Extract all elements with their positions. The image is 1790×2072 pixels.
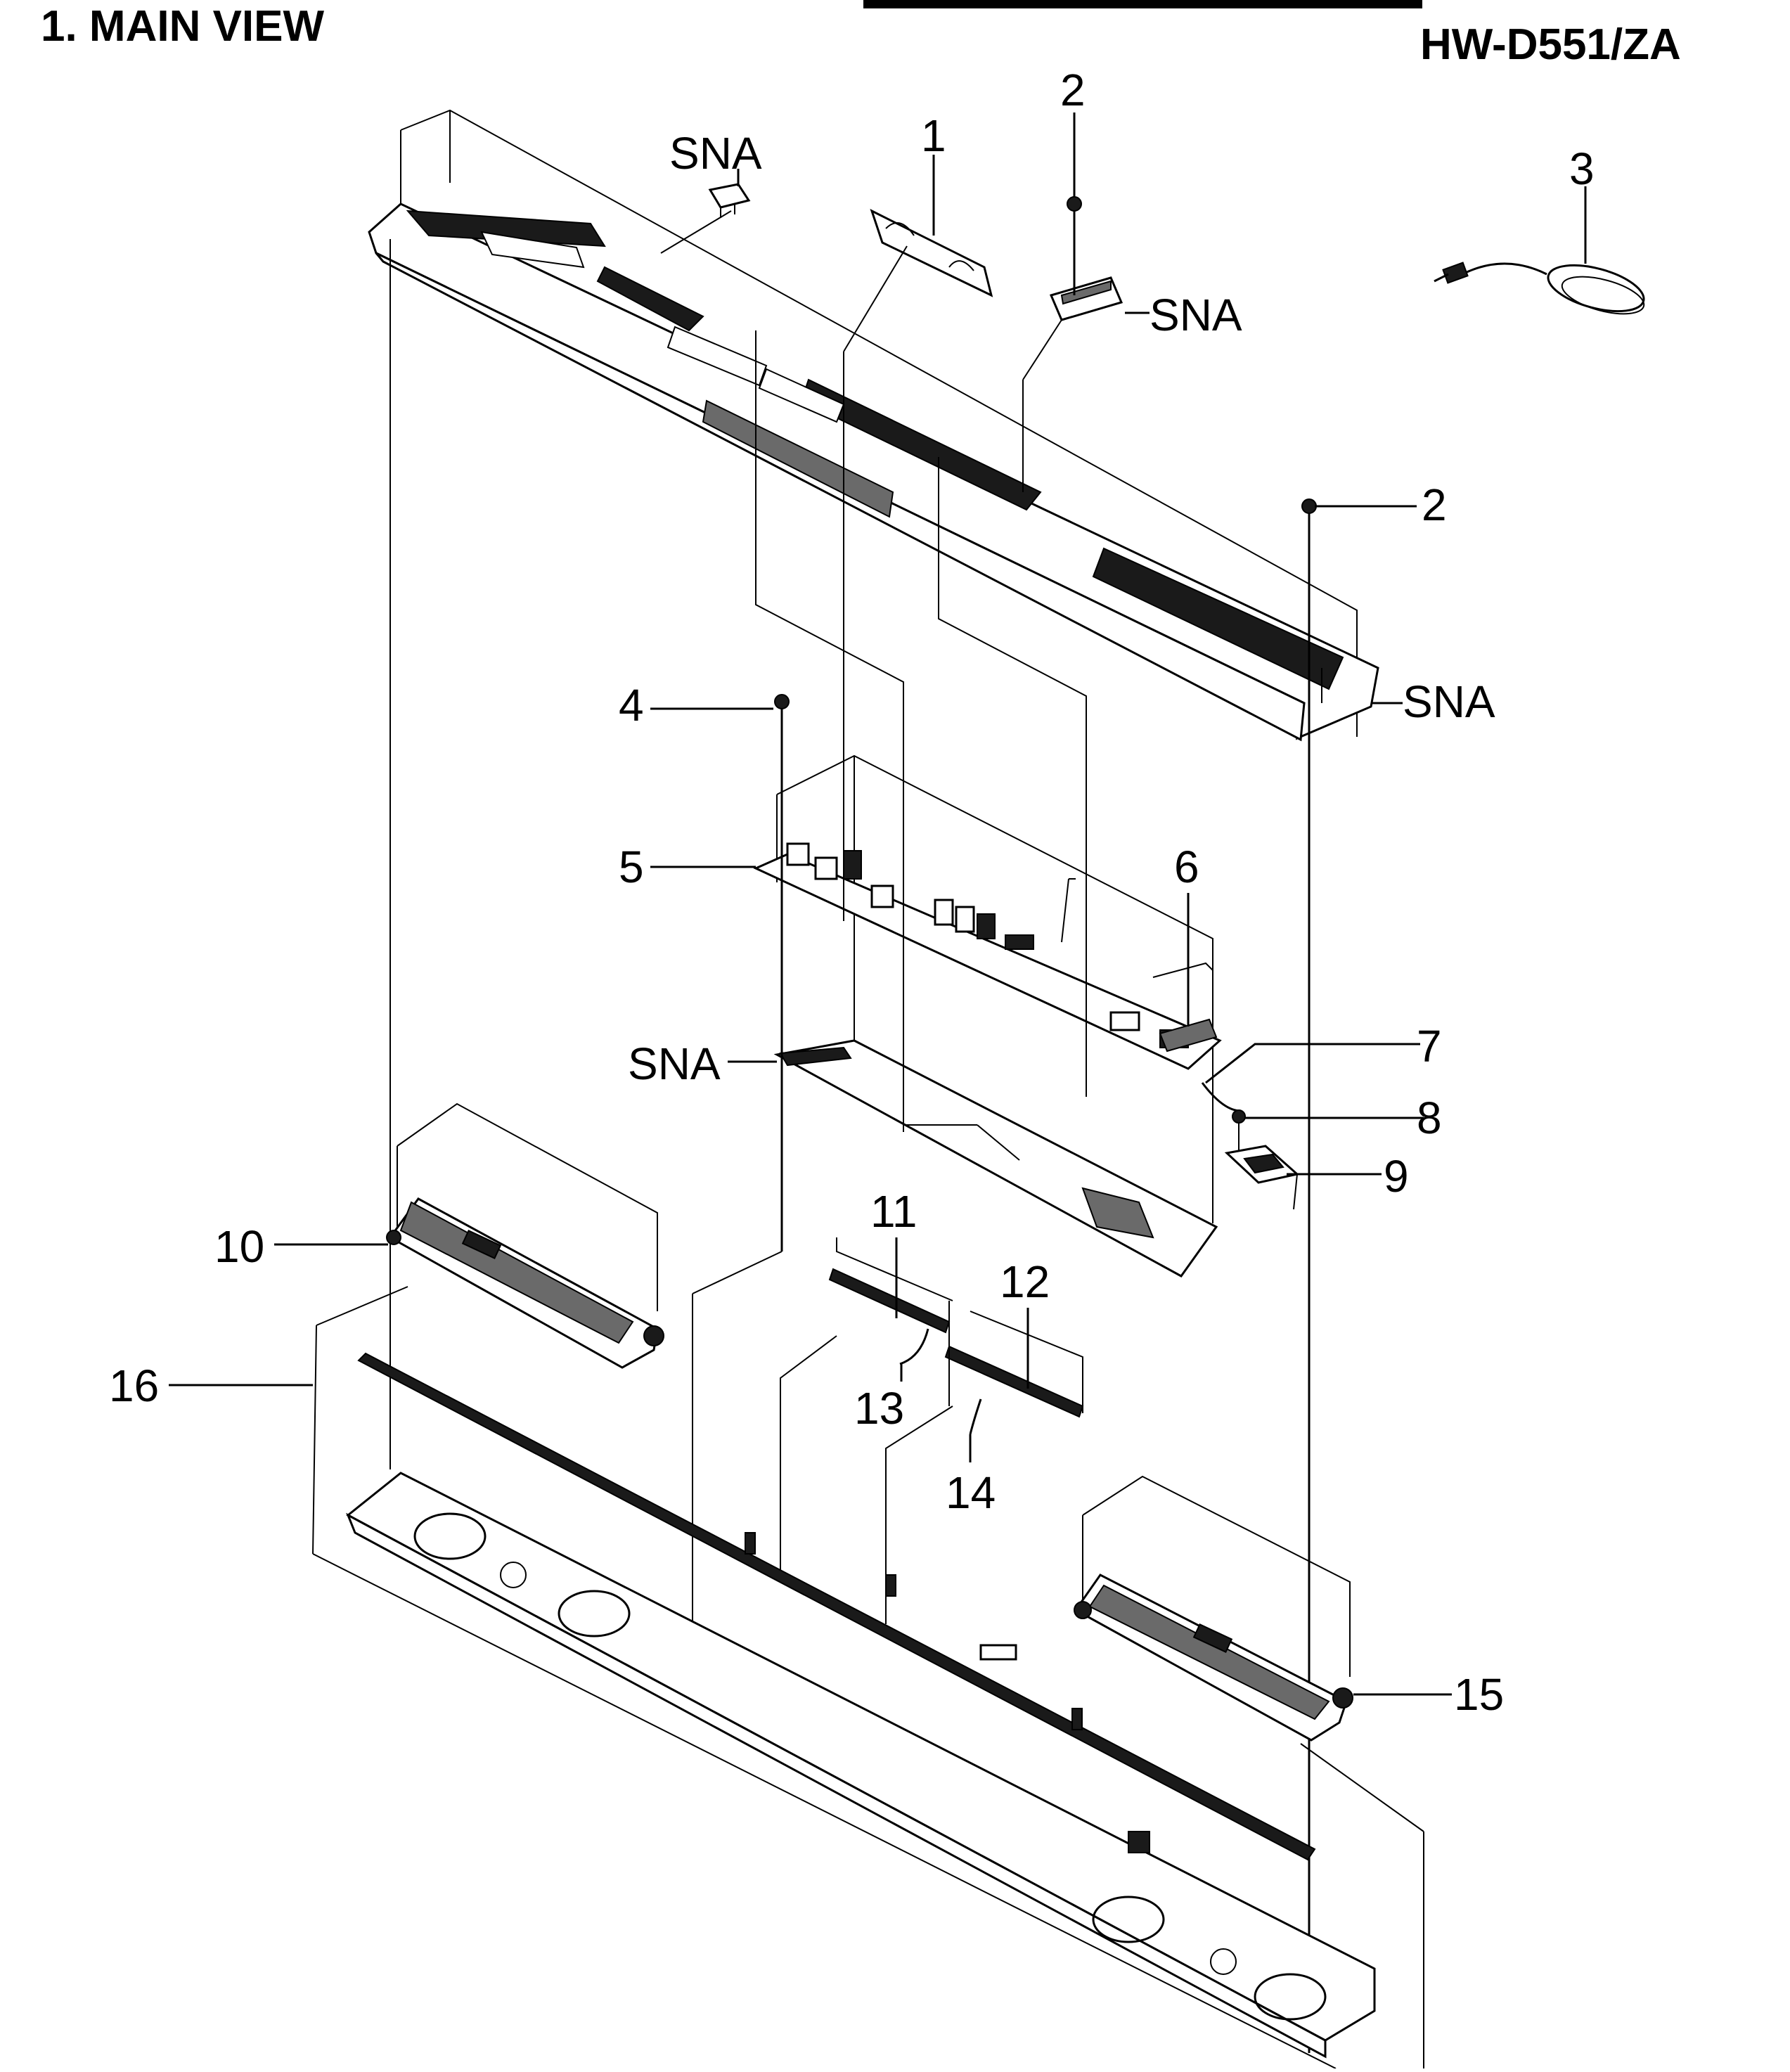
guide-lines: [389, 239, 1087, 1469]
model-number: HW-D551/ZA: [1420, 20, 1681, 69]
screw-part-4: [692, 694, 790, 1638]
callout-10: 10: [214, 1221, 264, 1272]
sna-bracket: [1022, 276, 1123, 492]
callout-sna-right: SNA: [1403, 676, 1495, 727]
parts-7-8-9: [1201, 1082, 1300, 1210]
power-cord-part-3: [1434, 262, 1645, 315]
top-cover: [368, 109, 1379, 742]
chassis-plate: [773, 1039, 1218, 1278]
sna-clip-top: [660, 183, 751, 254]
callout-sna-bracket: SNA: [1150, 290, 1242, 340]
callout-labels: 1 2 2 3 4 5 6 7 8 9 10 11 12 13 14 15 16…: [109, 65, 1595, 1720]
callout-5: 5: [619, 842, 644, 892]
right-speaker-part-15: [1074, 1475, 1353, 1742]
bottom-case-part-16: [312, 1286, 1424, 2069]
callout-sna-top: SNA: [669, 128, 762, 179]
leader-lines: [169, 155, 1587, 1696]
header-rule: [863, 0, 1422, 8]
callout-3: 3: [1569, 143, 1595, 194]
callout-6: 6: [1174, 842, 1199, 892]
cables-parts-11-14: [780, 1237, 1084, 1624]
callout-13: 13: [854, 1383, 904, 1434]
callout-16: 16: [109, 1360, 159, 1411]
page-title: 1. MAIN VIEW: [41, 2, 325, 51]
left-speaker-part-10: [386, 1102, 664, 1369]
main-board-part-5: [753, 754, 1222, 1223]
callout-11: 11: [870, 1186, 917, 1237]
flat-cable-part-1: [843, 209, 993, 394]
callout-2-top: 2: [1060, 65, 1086, 115]
screw-part-2-top: [1067, 112, 1082, 295]
callout-9: 9: [1384, 1151, 1409, 1202]
callout-12: 12: [1000, 1256, 1050, 1307]
callout-14: 14: [946, 1467, 996, 1518]
callout-4: 4: [619, 680, 644, 731]
callout-1: 1: [921, 110, 946, 161]
screw-part-2-right: [1301, 498, 1317, 2053]
sub-board-part-6: [1152, 962, 1218, 1053]
callout-sna-board: SNA: [628, 1038, 721, 1089]
callout-7: 7: [1417, 1021, 1442, 1072]
callout-8: 8: [1417, 1093, 1442, 1143]
callout-2-right: 2: [1422, 480, 1447, 530]
callout-15: 15: [1454, 1669, 1504, 1720]
